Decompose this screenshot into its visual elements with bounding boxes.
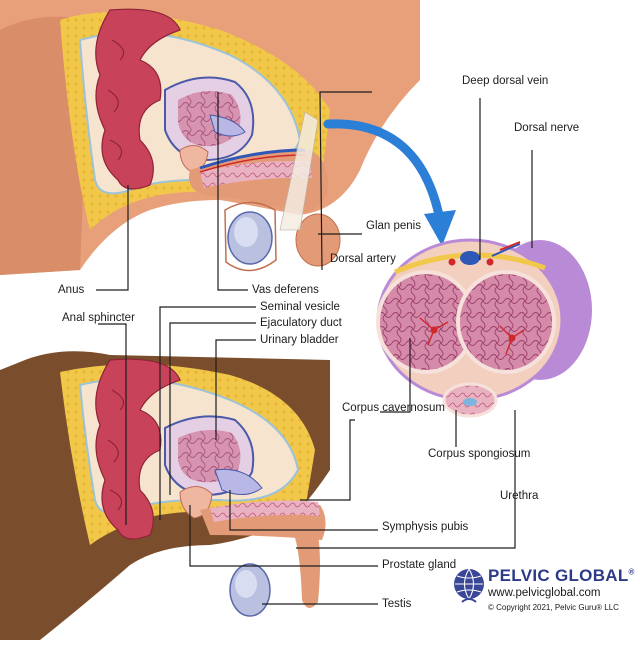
label-dorsal-artery-line2: artery [366, 253, 396, 265]
bottom-corpus-band [210, 500, 320, 522]
label-corpus-cavernosum: Corpus cavernosum [342, 402, 445, 414]
leader-cavernosum-circle [380, 338, 411, 413]
leader-symphysis-pubis [229, 490, 378, 531]
dorsal-nerve-section [491, 243, 521, 257]
penis-cross-section [376, 238, 592, 418]
brand-name-text: PELVIC GLOBAL [488, 566, 629, 585]
top-seminal [209, 114, 246, 137]
label-vas-deferens: Vas deferens [252, 284, 319, 296]
label-symphysis-pubis-line2: pubis [440, 521, 469, 533]
cross-section-arrow [323, 119, 456, 246]
leader-urethra-bottom [296, 490, 516, 549]
top-dorsal-vessel [199, 148, 306, 170]
bottom-sagittal-section [0, 351, 330, 640]
leader-anal-sphincter [98, 323, 127, 525]
label-ejaculatory-duct: Ejaculatory duct [260, 317, 342, 329]
top-testis-shine [234, 217, 258, 247]
corpus-cavernosum-right [456, 270, 556, 374]
leader-vas-deferens [217, 92, 248, 291]
dorsal-artery-section [448, 258, 456, 266]
top-corpus-band [200, 161, 312, 188]
leader-seminal-vesicle [159, 306, 256, 520]
label-prostate-gland-line1: Prostate [382, 559, 425, 571]
brand-trademark: ® [628, 567, 635, 577]
top-glans [295, 213, 341, 267]
top-scrotum [224, 201, 277, 272]
label-testis: Testis [382, 598, 412, 610]
leader-lines [96, 91, 533, 605]
label-deep-dorsal-vein-line2: dorsal vein [492, 75, 549, 87]
label-deep-dorsal-vein: Deep dorsal vein [462, 75, 548, 87]
label-urethra: Urethra [500, 490, 539, 502]
label-corpus-cavernosum-line2: cavernosum [382, 402, 445, 414]
label-prostate-gland: Prostate gland [382, 559, 456, 571]
label-corpus-spongiosum-line1: Corpus [428, 448, 466, 460]
label-deep-dorsal-vein-line1: Deep [462, 75, 490, 87]
brand-block: PELVIC GLOBAL® www.pelvicglobal.com © Co… [452, 566, 638, 632]
cavernosal-branches [419, 317, 525, 355]
brand-name: PELVIC GLOBAL® [488, 566, 635, 586]
label-dorsal-nerve: Dorsal nerve [514, 122, 579, 134]
label-glan-penis-line1: Glan [366, 220, 391, 232]
urethra-section [463, 398, 477, 406]
top-rectum-folds [107, 39, 125, 161]
top-bladder-inner [178, 91, 241, 147]
leader-ejaculatory-duct [169, 322, 256, 495]
globe-logo-icon [454, 568, 484, 603]
label-dorsal-artery-line1: Dorsal [330, 253, 364, 265]
label-prostate-gland-line2: gland [428, 559, 457, 571]
bottom-penis-drop [292, 530, 320, 609]
label-anal-sphincter-line2: sphincter [88, 312, 135, 324]
leader-prostate-gland [189, 505, 378, 567]
label-corpus-spongiosum-line2: spongiosum [468, 448, 531, 460]
label-anal-sphincter: Anal sphincter [62, 312, 135, 324]
dorsal-artery-section-2 [486, 258, 494, 266]
top-section-plane [279, 111, 319, 231]
top-dorsal-artery [199, 154, 306, 173]
label-seminal-vesicle: Seminal vesicle [260, 301, 340, 313]
label-anus: Anus [58, 284, 85, 296]
top-sagittal-section [0, 0, 420, 276]
leader-urinary-bladder [215, 339, 256, 440]
leader-anus [96, 185, 129, 291]
label-anal-sphincter-line1: Anal [62, 312, 86, 324]
label-dorsal-nerve-line2: nerve [550, 122, 580, 134]
dorsal-nerve-section-2 [499, 241, 521, 251]
brand-url[interactable]: www.pelvicglobal.com [488, 587, 601, 599]
label-corpus-cavernosum-line1: Corpus [342, 402, 380, 414]
label-symphysis-pubis: Symphysis pubis [382, 521, 468, 533]
label-symphysis-pubis-line1: Symphysis [382, 521, 438, 533]
leader-dorsal-artery [319, 91, 372, 271]
label-glan-penis: Glan penis [366, 220, 421, 232]
bottom-testis-shine [235, 570, 257, 598]
label-corpus-spongiosum: Corpus spongiosum [428, 448, 530, 460]
bottom-rectum-folds [107, 389, 125, 511]
label-dorsal-nerve-line1: Dorsal [514, 122, 548, 134]
brand-copyright: © Copyright 2021, Pelvic Guru® LLC [488, 603, 619, 612]
leader-corpus-cavernosum [300, 419, 355, 501]
label-urinary-bladder: Urinary bladder [260, 334, 339, 346]
deep-dorsal-vein-section [460, 251, 480, 265]
label-glan-penis-line2: penis [393, 220, 422, 232]
label-dorsal-artery: Dorsal artery [330, 253, 396, 265]
